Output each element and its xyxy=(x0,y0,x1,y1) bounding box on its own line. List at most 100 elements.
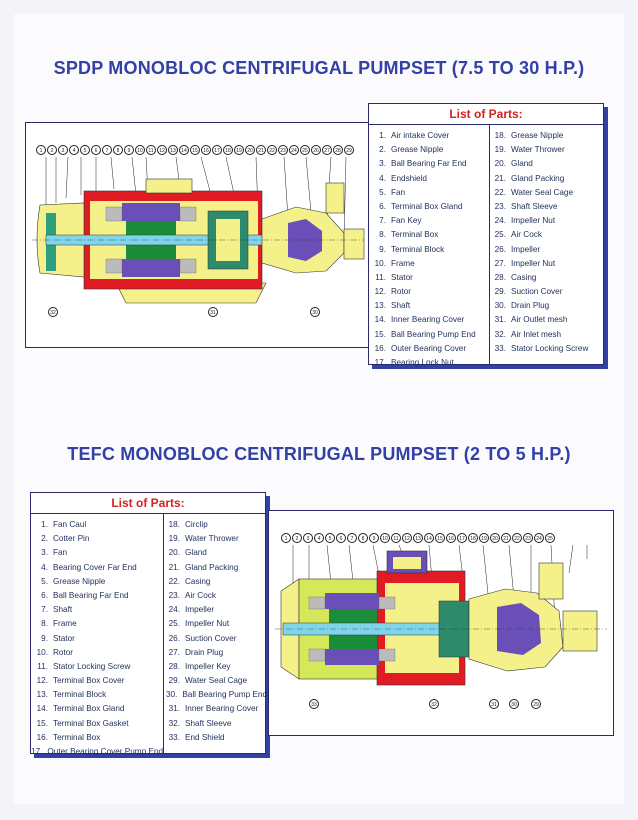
callout-bubble: 5 xyxy=(325,533,335,543)
callout-bubble: 25 xyxy=(300,145,310,155)
callout-bubble: 12 xyxy=(402,533,412,543)
callout-bubble: 15 xyxy=(190,145,200,155)
part-name: Terminal Block xyxy=(391,244,445,254)
part-name: Water Seal Cage xyxy=(185,676,248,686)
part-number: 8. xyxy=(41,619,48,629)
part-name: Water Thrower xyxy=(511,145,565,155)
part-number: 24. xyxy=(494,216,506,226)
parts-list-item: 33.End Shield xyxy=(163,731,267,745)
part-name: Outer Bearing Cover Pump End xyxy=(47,747,163,756)
part-name: Terminal Block xyxy=(53,690,107,700)
part-name: Impeller xyxy=(511,244,541,254)
part-number: 18. xyxy=(168,520,180,529)
callout-bubble: 19 xyxy=(234,145,244,155)
parts-list-item: 20.Gland xyxy=(163,546,267,560)
part-number: 15. xyxy=(374,329,386,339)
callout-bubble: 31 xyxy=(489,699,499,709)
parts-list-item: 19.Water Thrower xyxy=(163,532,267,546)
tefc-delivery-branch xyxy=(538,562,564,600)
part-name: Gland xyxy=(185,548,207,558)
callout-bubble: 25 xyxy=(545,533,555,543)
callout-bubble: 11 xyxy=(146,145,156,155)
parts-list-item: 10.Frame xyxy=(369,257,489,271)
part-name: Casing xyxy=(511,272,537,282)
part-name: Fan Key xyxy=(391,216,422,226)
spdp-suction-branch xyxy=(343,228,365,260)
part-number: 11. xyxy=(37,661,48,671)
parts-list-item: 22.Water Seal Cage xyxy=(489,186,605,200)
part-number: 28. xyxy=(494,272,506,282)
part-name: Ball Bearing Pump End xyxy=(182,690,267,700)
part-name: Shaft Sleeve xyxy=(185,718,232,728)
part-number: 9. xyxy=(379,244,386,254)
part-name: Terminal Box Gland xyxy=(391,201,463,211)
callout-bubble: 32 xyxy=(48,307,58,317)
part-name: Rotor xyxy=(53,647,74,657)
part-number: 17. xyxy=(374,358,386,367)
part-name: Fan xyxy=(53,548,68,558)
part-number: 22. xyxy=(494,187,506,197)
parts-list-item: 4.Bearing Cover Far End xyxy=(31,561,163,575)
parts-list-item: 3.Ball Bearing Far End xyxy=(369,157,489,171)
spdp-title: SPDP MONOBLOC CENTRIFUGAL PUMPSET (7.5 T… xyxy=(53,58,585,78)
callout-bubble: 18 xyxy=(223,145,233,155)
part-name: Endshield xyxy=(391,173,427,183)
part-name: Frame xyxy=(53,619,77,629)
parts-list-item: 8.Terminal Box xyxy=(369,228,489,242)
part-name: Air Outlet mesh xyxy=(511,315,568,325)
callout-bubble: 16 xyxy=(201,145,211,155)
part-name: Bearing Cover Far End xyxy=(53,562,137,572)
part-name: Ball Bearing Far End xyxy=(391,159,467,169)
parts-list-item: 19.Water Thrower xyxy=(489,143,605,157)
callout-bubble: 20 xyxy=(490,533,500,543)
part-name: End Shield xyxy=(185,732,225,742)
part-name: Stator Locking Screw xyxy=(511,343,589,353)
part-number: 14. xyxy=(374,315,386,325)
callout-bubble: 32 xyxy=(429,699,439,709)
part-name: Grease Nipple xyxy=(511,131,564,140)
parts-list-item: 15.Terminal Box Gasket xyxy=(31,717,163,731)
part-name: Gland xyxy=(511,159,533,169)
parts-list-item: 32.Air Inlet mesh xyxy=(489,328,605,342)
tefc-suction-branch xyxy=(562,610,598,652)
callout-bubble: 14 xyxy=(179,145,189,155)
parts-list-item: 17. Outer Bearing Cover Pump End xyxy=(31,745,163,759)
part-number: 23. xyxy=(494,201,506,211)
parts-list-item: 11.Stator xyxy=(369,271,489,285)
part-number: 33. xyxy=(494,343,506,353)
part-name: Drain Plug xyxy=(511,301,550,311)
part-number: 23. xyxy=(168,590,180,600)
callout-bubble: 4 xyxy=(69,145,79,155)
part-name: Suction Cover xyxy=(185,633,237,643)
parts-list-item: 27.Impeller Nut xyxy=(489,257,605,271)
parts-list-item: 13.Shaft xyxy=(369,299,489,313)
callout-bubble: 29 xyxy=(344,145,354,155)
parts-list-item: 31.Air Outlet mesh xyxy=(489,313,605,327)
callout-bubble: 9 xyxy=(124,145,134,155)
callout-bubble: 10 xyxy=(380,533,390,543)
parts-list-item: 20.Gland xyxy=(489,157,605,171)
part-name: Frame xyxy=(391,258,415,268)
parts-list-item: 21.Gland Packing xyxy=(489,172,605,186)
part-number: 25. xyxy=(168,619,180,629)
parts-list-item: 4.Endshield xyxy=(369,172,489,186)
callout-bubble: 23 xyxy=(523,533,533,543)
part-name: Stator xyxy=(53,633,75,643)
part-number: 5. xyxy=(379,187,386,197)
part-name: Shaft xyxy=(391,301,411,311)
parts-list-item: 14.Inner Bearing Cover xyxy=(369,313,489,327)
spdp-impeller xyxy=(288,219,322,261)
callout-bubble: 24 xyxy=(534,533,544,543)
callout-bubble: 20 xyxy=(245,145,255,155)
callout-bubble: 23 xyxy=(278,145,288,155)
parts-list-item: 26. Impeller xyxy=(489,243,605,257)
part-name: Air Cock xyxy=(185,590,216,600)
part-name: Suction Cover xyxy=(511,287,563,297)
part-number: 17. xyxy=(31,747,43,756)
part-number: 26. xyxy=(494,244,506,254)
part-name: Impeller Nut xyxy=(511,258,556,268)
